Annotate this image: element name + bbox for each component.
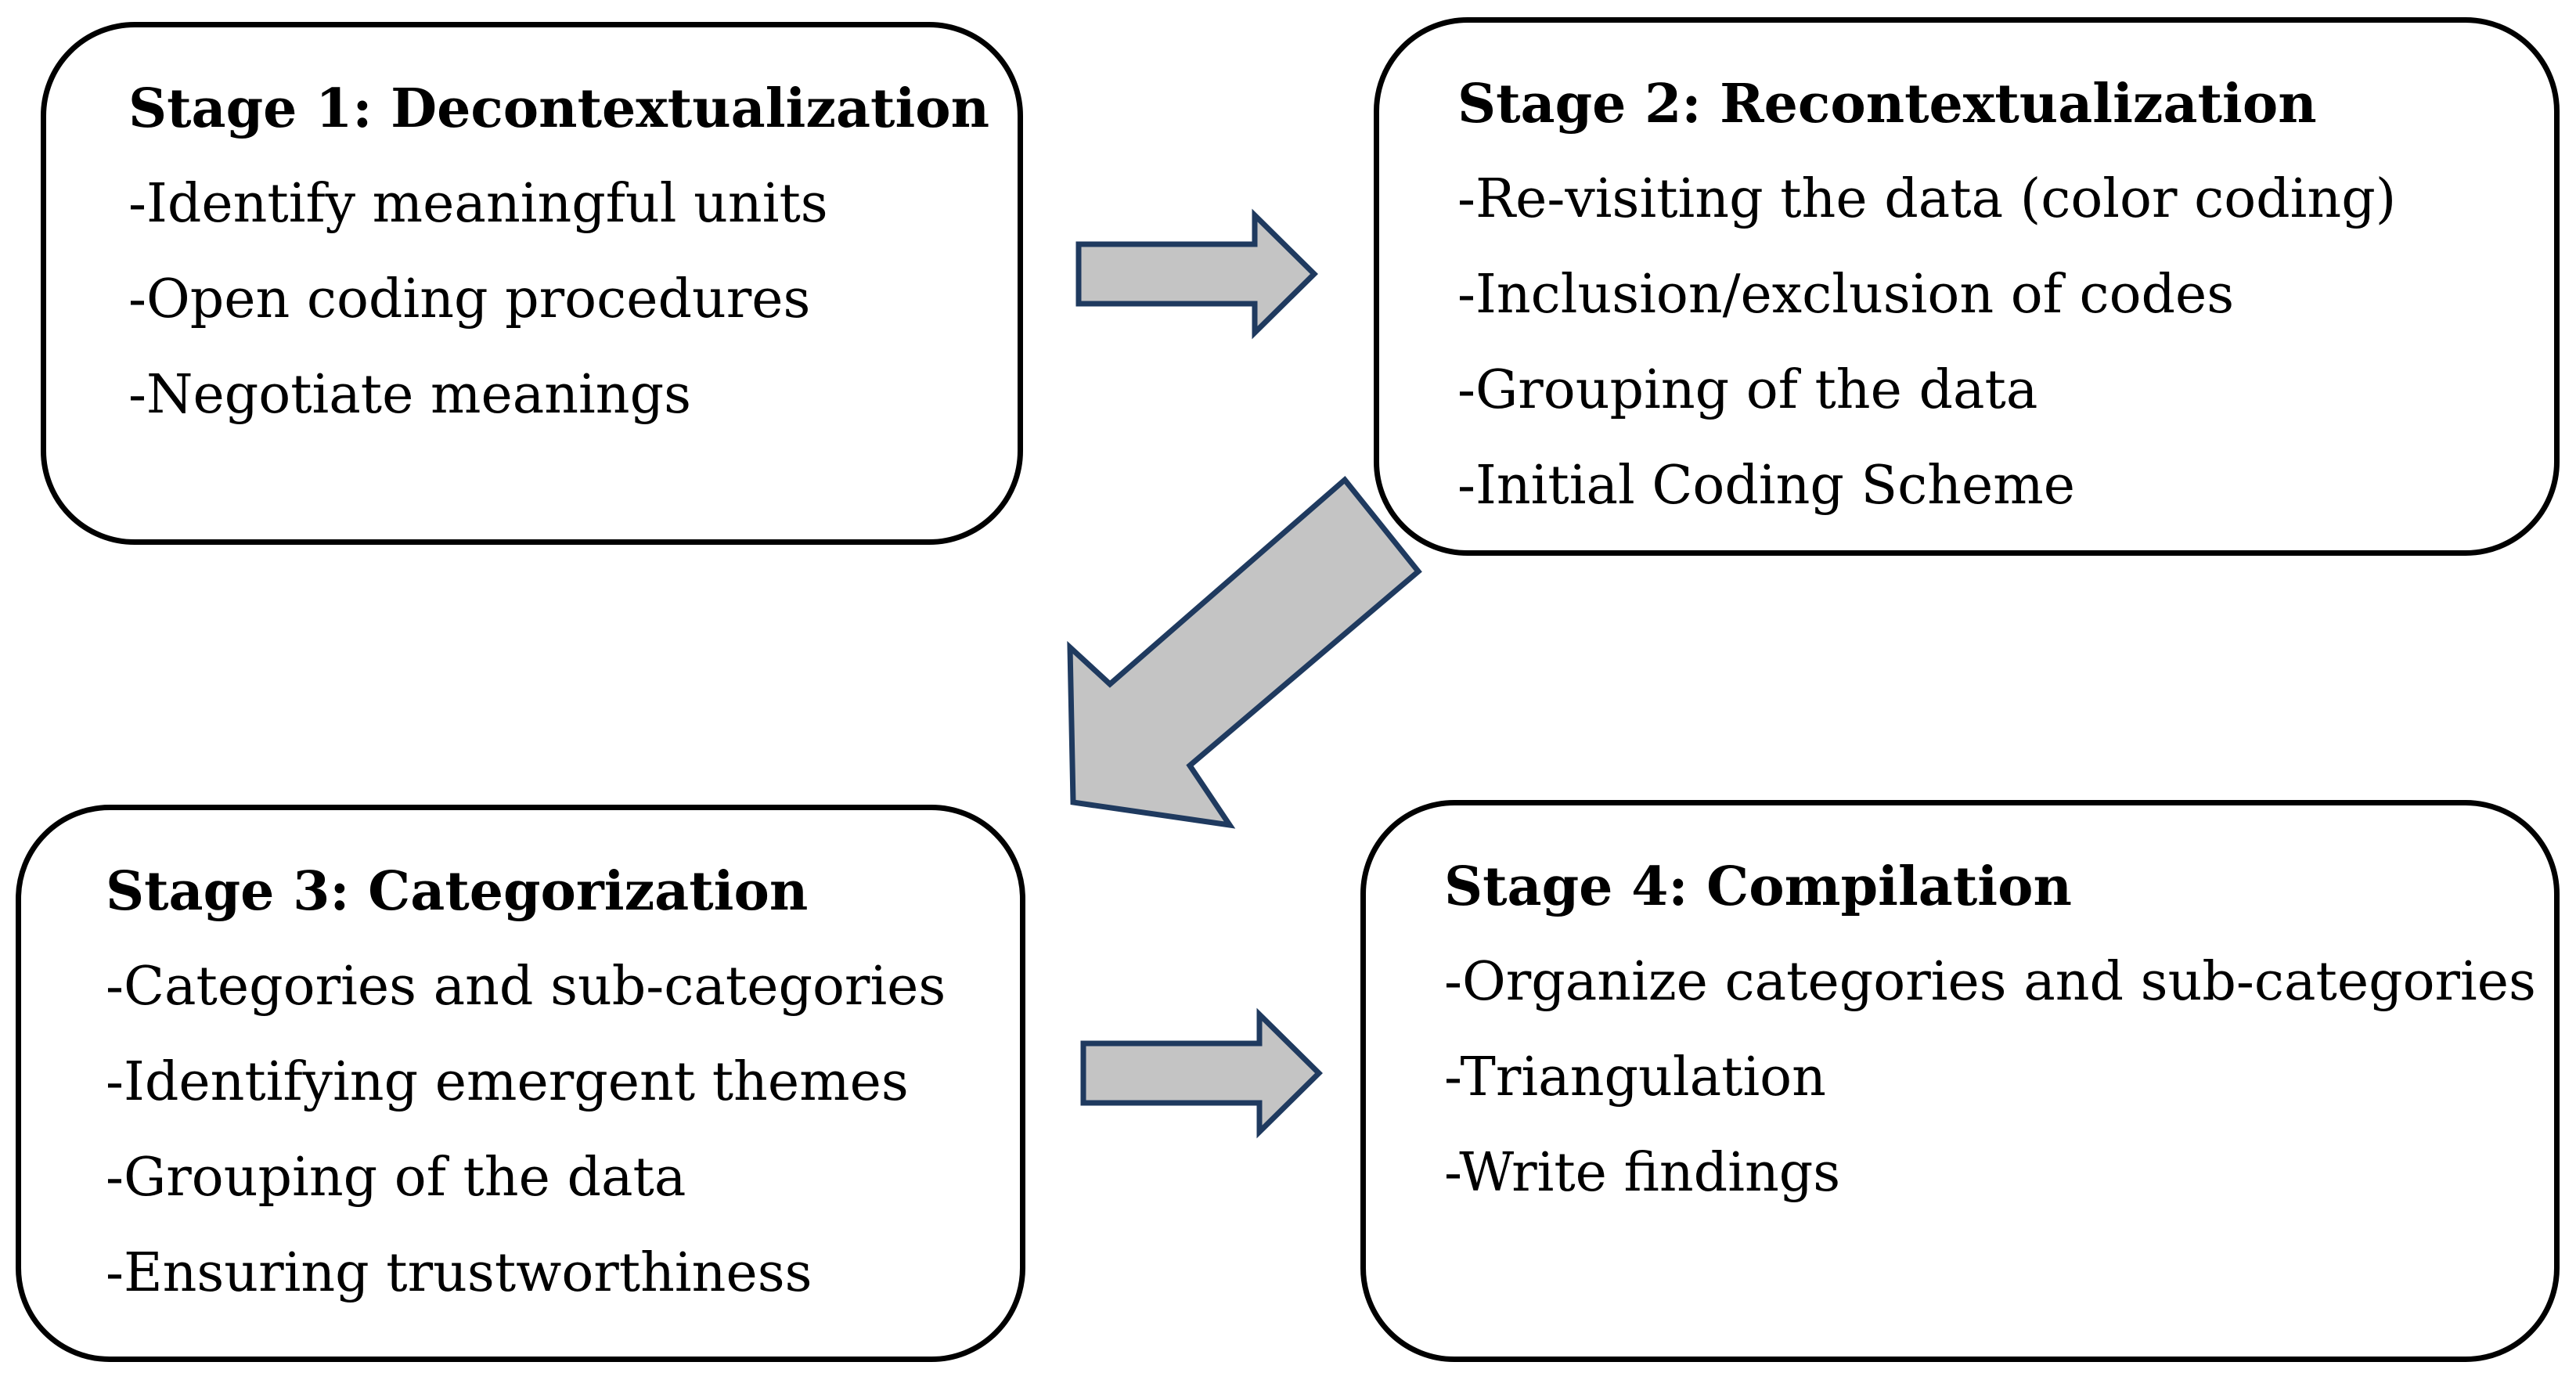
stage-3-title: Stage 3: Categorization — [106, 860, 809, 923]
stage-3-item-3: -Grouping of the data — [106, 1147, 686, 1209]
arrow-right-stage1-to-stage2 — [1075, 208, 1318, 340]
stage-3-item-4: -Ensuring trustworthiness — [106, 1242, 812, 1304]
stage-4-item-3: -Write findings — [1444, 1142, 1841, 1204]
stage-4-item-2: -Triangulation — [1444, 1047, 1826, 1108]
stage-1-item-3: -Negotiate meanings — [128, 364, 692, 426]
stage-1-item-1: -Identify meaningful units — [128, 173, 828, 235]
stage-4-box: Stage 4: Compilation -Organize categorie… — [1360, 800, 2560, 1362]
stage-3-item-1: -Categories and sub-categories — [106, 956, 946, 1018]
stage-2-item-4: -Initial Coding Scheme — [1457, 455, 2075, 517]
stage-4-item-1: -Organize categories and sub-categories — [1444, 951, 2536, 1013]
arrow-diagonal-stage2-to-stage3 — [1067, 475, 1422, 829]
arrow-right-stage3-to-stage4 — [1080, 1007, 1323, 1139]
stage-1-title: Stage 1: Decontextualization — [128, 77, 990, 140]
stage-3-item-2: -Identifying emergent themes — [106, 1051, 909, 1113]
stage-2-title: Stage 2: Recontextualization — [1457, 73, 2317, 135]
stage-2-item-1: -Re-visiting the data (color coding) — [1457, 168, 2397, 230]
stage-2-item-2: -Inclusion/exclusion of codes — [1457, 264, 2235, 326]
stage-2-item-3: -Grouping of the data — [1457, 359, 2038, 421]
stage-3-box: Stage 3: Categorization -Categories and … — [16, 805, 1025, 1362]
stage-2-box: Stage 2: Recontextualization -Re-visitin… — [1374, 17, 2560, 556]
stage-4-title: Stage 4: Compilation — [1444, 856, 2072, 918]
stage-1-box: Stage 1: Decontextualization -Identify m… — [41, 22, 1023, 545]
stage-1-item-2: -Open coding procedures — [128, 268, 811, 330]
